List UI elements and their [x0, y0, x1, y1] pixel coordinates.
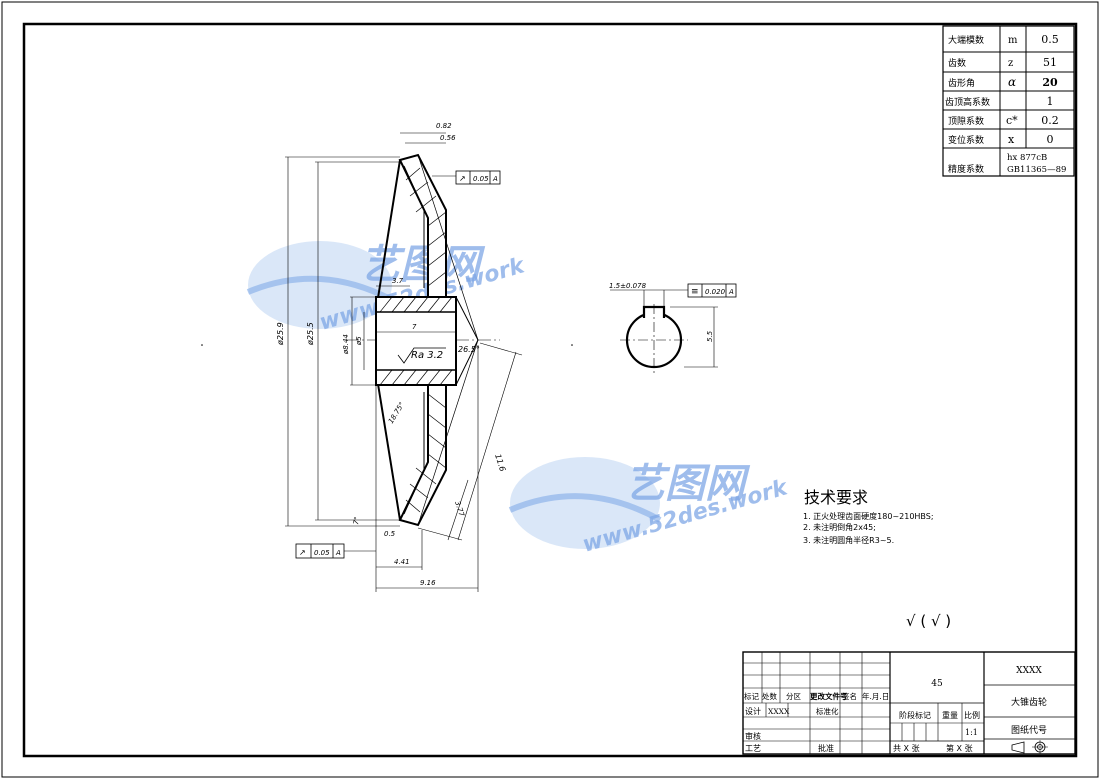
runout-top-datum: A	[492, 175, 498, 183]
param-value: hx 877cB	[1007, 153, 1047, 163]
tb-row-mark: 分区	[786, 692, 801, 701]
tb-approve: 批准	[818, 743, 834, 753]
param-name: 精度系数	[948, 163, 984, 175]
tb-designer: XXXX	[768, 707, 790, 716]
tech-req-item: 1. 正火处理齿面硬度180~210HBS;	[803, 511, 934, 521]
runout-frame-top	[455, 170, 501, 185]
tb-design: 设计	[745, 706, 761, 716]
param-symbol: m	[1008, 35, 1018, 46]
dim-angle: 26.5°	[458, 345, 480, 354]
tb-row-mark: 标记	[744, 691, 759, 701]
param-name: 顶隙系数	[948, 115, 984, 127]
runout-bot-datum: A	[335, 549, 341, 557]
keyway-datum: A	[728, 288, 734, 296]
tech-req-title: 技术要求	[804, 488, 868, 507]
dim-d-bore: ø5	[355, 336, 363, 346]
tb-sheet-no: 第 X 张	[946, 743, 973, 753]
watermark-bottom: 艺图网 www.52des.work	[508, 457, 791, 558]
dim-len2: 9.16	[420, 579, 436, 587]
dim-tan-small: 0.5	[384, 530, 396, 538]
param-symbol: z	[1008, 58, 1013, 69]
param-name: 齿顶高系数	[945, 96, 990, 108]
drawing-frame	[22, 22, 1078, 758]
param-value: 20	[1042, 76, 1058, 89]
dim-face: 3.77	[453, 500, 466, 518]
tb-standard: 标准化	[816, 706, 839, 716]
dim-top2: 0.56	[440, 134, 456, 142]
dim-d-pitch: ø25.5	[306, 322, 315, 346]
param-name: 齿形角	[948, 77, 975, 89]
symmetry-frame	[687, 283, 737, 298]
tb-row-mark: 年.月.日	[862, 691, 889, 701]
tb-sheets: 共 X 张	[893, 744, 920, 753]
param-name: 变位系数	[948, 134, 984, 146]
tech-req-item: 3. 未注明圆角半径R3~5.	[803, 535, 894, 545]
tb-part-name: 大锥齿轮	[1011, 696, 1047, 708]
param-table: 大端模数 m 0.5 齿数 z 51 齿形角 α 20 齿顶高系数 1 顶隙系数…	[942, 25, 1075, 177]
param-symbol: x	[1008, 133, 1015, 146]
tb-scale-label: 比例	[964, 710, 980, 720]
runout-bot-value: 0.05	[314, 549, 330, 557]
keyway-width: 1.5±0.078	[609, 282, 647, 290]
param-value: 0	[1047, 133, 1054, 146]
tb-material: 45	[931, 679, 943, 689]
tb-row-mark: 签名	[842, 691, 857, 701]
tech-req-item: 2. 未注明倒角2x45;	[803, 522, 876, 532]
tb-check: 审核	[745, 731, 761, 741]
keyway-sym-tol: 0.020	[705, 288, 726, 296]
gear-section-view: ø25.9 ø25.5 ø8.44 ø5 0.82 0.56 ↗ 0.05 A …	[276, 122, 523, 592]
tb-row-mark: 更改文件号	[810, 691, 848, 701]
dim-cone-dist: 11.6	[493, 453, 507, 473]
keyway-depth: 5.5	[706, 330, 714, 342]
svg-text:↗: ↗	[299, 548, 306, 557]
tb-drawing-no: 图纸代号	[1011, 724, 1047, 736]
param-value-2: GB11365—89	[1007, 165, 1066, 175]
param-value: 1	[1047, 95, 1054, 108]
svg-text:≡: ≡	[691, 287, 699, 297]
svg-text:↗: ↗	[459, 174, 466, 183]
tb-row-mark: 处数	[762, 691, 777, 701]
tech-requirements: 技术要求 1. 正火处理齿面硬度180~210HBS; 2. 未注明倒角2x45…	[803, 488, 934, 545]
param-value: 51	[1043, 56, 1057, 69]
dim-cone: 18.75°	[387, 401, 406, 425]
roughness-note: √ ( √ )	[906, 612, 951, 630]
tb-scale: 1:1	[965, 728, 978, 737]
dim-bore-len: 7	[412, 323, 417, 331]
tb-process: 工艺	[745, 744, 761, 753]
roughness-label: Ra 3.2	[411, 350, 443, 361]
tb-stage: 阶段标记	[899, 710, 931, 720]
dim-d-hub: ø8.44	[342, 334, 350, 355]
title-block: 标记 处数 分区 更改文件号 签名 年.月.日 设计 XXXX 标准化 审核 工…	[742, 651, 1076, 755]
projection-symbol-icon	[1011, 740, 1048, 754]
dim-top1: 0.82	[436, 122, 452, 130]
dim-len1: 4.41	[394, 558, 410, 566]
keyway-view: 1.5±0.078 ≡ 0.020 A 5.5	[609, 282, 737, 376]
param-symbol: α	[1008, 75, 1016, 89]
param-value: 0.2	[1041, 114, 1059, 127]
param-name: 齿数	[948, 57, 966, 69]
watermark-cn: 艺图网	[625, 461, 751, 507]
dim-hub-len: 3.7	[392, 277, 404, 285]
runout-top-value: 0.05	[473, 175, 489, 183]
tb-company: XXXX	[1016, 666, 1042, 676]
param-symbol: c*	[1006, 114, 1018, 127]
tb-weight: 重量	[942, 710, 958, 720]
param-name: 大端模数	[948, 34, 984, 46]
dim-d-outer: ø25.9	[276, 322, 285, 346]
dim-small-angle: 7°	[352, 516, 361, 525]
param-value: 0.5	[1041, 33, 1059, 46]
